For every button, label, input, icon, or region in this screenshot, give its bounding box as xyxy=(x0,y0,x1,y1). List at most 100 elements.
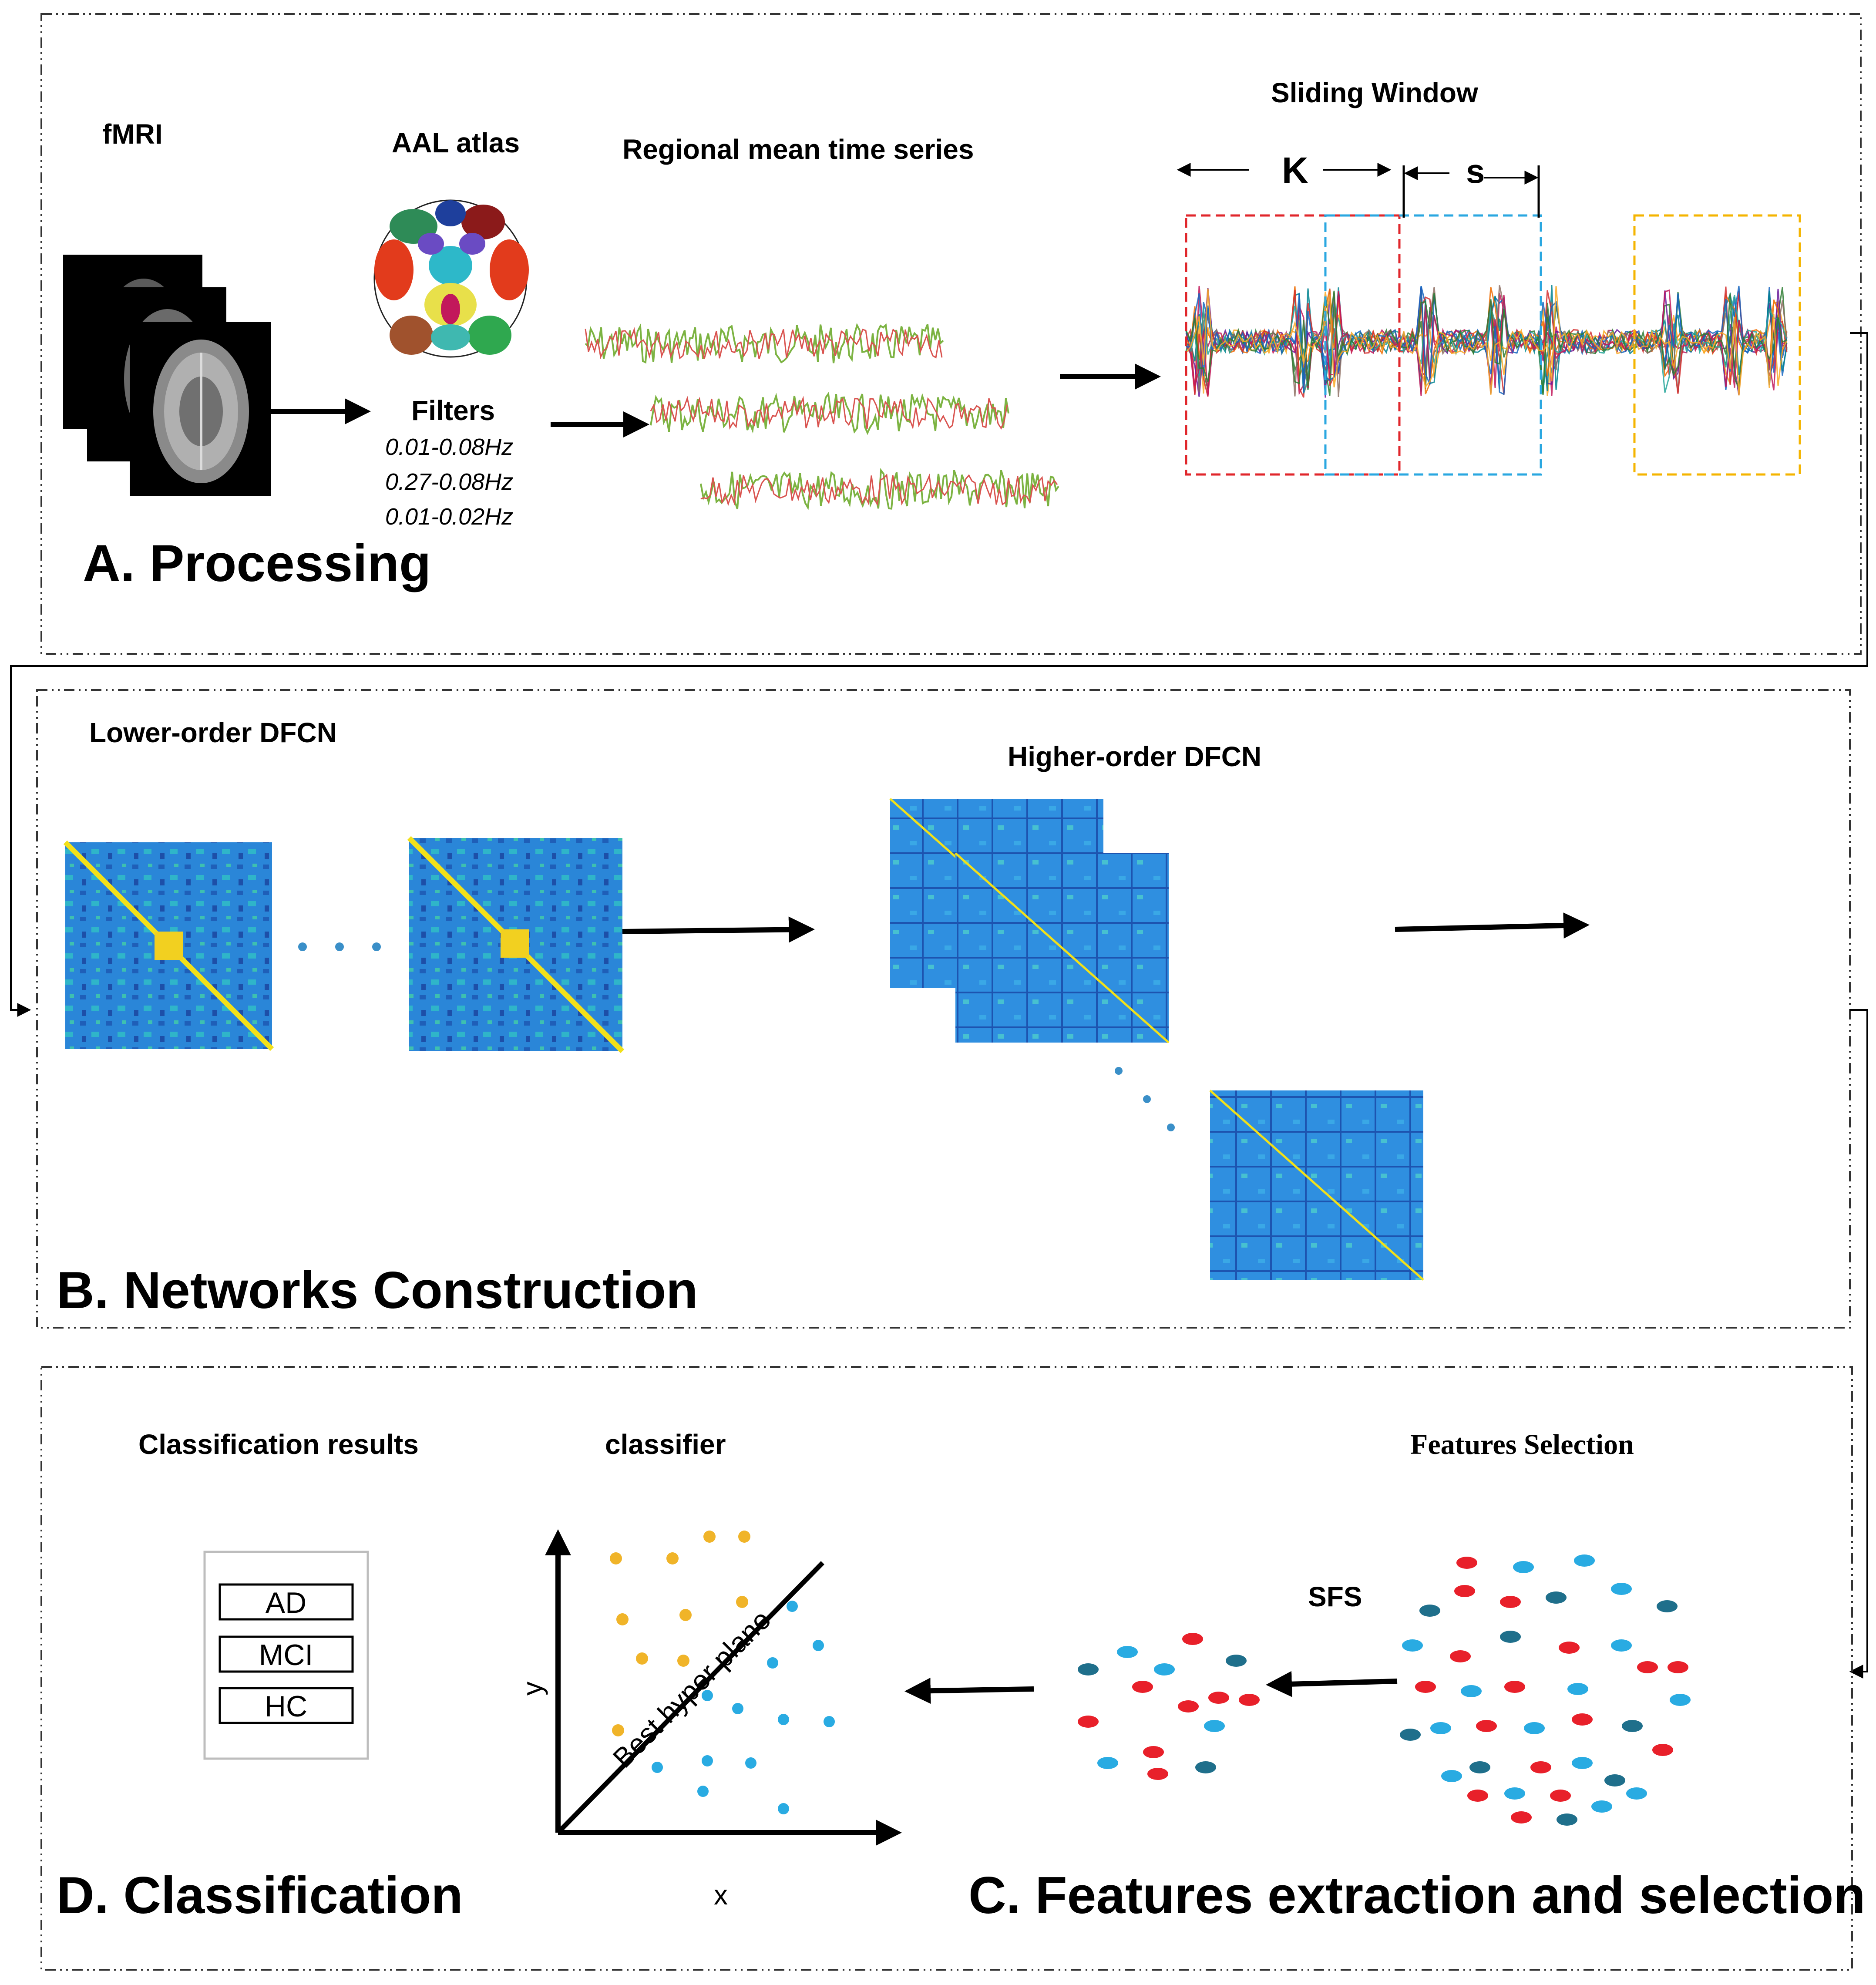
class-a-point xyxy=(679,1609,692,1621)
feature-point xyxy=(1626,1787,1647,1800)
class-b-point xyxy=(787,1601,798,1612)
arrow-features-to-selected xyxy=(1266,1671,1398,1697)
class-b-point xyxy=(813,1640,824,1651)
panel-classification-frame xyxy=(40,1366,1853,1971)
feature-point xyxy=(1504,1787,1525,1800)
all-features-cluster xyxy=(1400,1554,1691,1826)
feature-point xyxy=(1500,1631,1521,1643)
filter-band-1: 0.01-0.08Hz xyxy=(385,434,513,460)
higher-order-matrix-2 xyxy=(955,852,1170,1043)
class-mci: MCI xyxy=(259,1638,313,1672)
feature-point xyxy=(1226,1655,1247,1667)
feature-point xyxy=(1574,1554,1595,1567)
feature-point xyxy=(1208,1692,1229,1704)
class-a-point xyxy=(636,1652,648,1665)
class-hc: HC xyxy=(265,1690,307,1723)
feature-point xyxy=(1469,1761,1490,1773)
panel-networks-frame xyxy=(36,689,1851,1329)
hyperplane-line xyxy=(556,1561,824,1834)
sfs-label: SFS xyxy=(1308,1581,1362,1612)
timeseries-label: Regional mean time series xyxy=(622,134,974,165)
feature-point xyxy=(1557,1813,1577,1826)
class-a-point xyxy=(610,1552,622,1564)
feature-point xyxy=(1239,1694,1260,1706)
higher-order-label: Higher-order DFCN xyxy=(1008,741,1261,772)
feature-point xyxy=(1143,1746,1164,1758)
feature-point xyxy=(1097,1757,1118,1769)
class-a-point xyxy=(612,1724,624,1736)
feature-point xyxy=(1622,1720,1643,1732)
feature-point xyxy=(1546,1591,1567,1604)
feature-point xyxy=(1078,1663,1099,1675)
class-a-point xyxy=(703,1531,716,1543)
fmri-slice-stack xyxy=(63,255,271,496)
window-blue xyxy=(1324,214,1542,476)
x-axis-label: x xyxy=(714,1879,728,1911)
feature-point xyxy=(1154,1663,1175,1675)
feature-point xyxy=(1504,1681,1525,1693)
filter-band-2: 0.27-0.08Hz xyxy=(385,469,513,495)
classification-results-label: Classification results xyxy=(138,1429,419,1460)
panel-processing-title: A. Processing xyxy=(83,534,431,592)
regional-time-series xyxy=(585,323,1059,511)
panel-classification: Classification results classifier Featur… xyxy=(40,1366,1866,1971)
feature-point xyxy=(1461,1685,1482,1697)
feature-point xyxy=(1567,1683,1588,1695)
atlas-label: AAL atlas xyxy=(392,127,520,158)
class-mci-box xyxy=(219,1635,354,1673)
panel-features-title: C. Features extraction and selection xyxy=(968,1866,1866,1924)
feature-point xyxy=(1204,1720,1225,1732)
higher-order-ellipsis xyxy=(1115,1067,1175,1131)
class-b-point xyxy=(745,1757,756,1769)
window-red xyxy=(1185,214,1401,476)
lower-order-matrix-2 xyxy=(407,836,625,1053)
class-b-point xyxy=(652,1762,663,1773)
class-hc-box xyxy=(219,1687,354,1724)
feature-point xyxy=(1611,1639,1632,1652)
higher-order-matrix-3 xyxy=(1209,1090,1424,1281)
window-orange xyxy=(1633,214,1801,476)
matrix-ellipsis xyxy=(298,942,381,951)
feature-point xyxy=(1456,1557,1477,1569)
panel-networks: Lower-order DFCN Higher-order DFCN xyxy=(36,689,1851,1329)
classifier-label: classifier xyxy=(605,1429,726,1460)
feature-point xyxy=(1513,1561,1534,1573)
window-k-label: K xyxy=(1282,150,1308,191)
sliding-window-plot: K s xyxy=(1177,150,1801,476)
filter-band-3: 0.01-0.02Hz xyxy=(385,504,513,530)
sliding-window-label: Sliding Window xyxy=(1271,77,1478,108)
feature-point xyxy=(1652,1744,1673,1756)
feature-point xyxy=(1078,1716,1099,1728)
feature-point xyxy=(1441,1770,1462,1782)
connector-b-to-c xyxy=(1849,1009,1868,1679)
aal-atlas-brain xyxy=(373,199,529,358)
window-s-label: s xyxy=(1466,152,1485,190)
fmri-label: fMRI xyxy=(102,118,163,150)
selected-features-cluster xyxy=(1078,1633,1260,1780)
class-a-point xyxy=(738,1531,750,1543)
feature-point xyxy=(1657,1600,1678,1612)
y-axis-label: y xyxy=(517,1682,548,1696)
class-b-point xyxy=(732,1703,743,1714)
feature-point xyxy=(1572,1757,1593,1769)
feature-point xyxy=(1415,1681,1436,1693)
feature-point xyxy=(1591,1800,1612,1813)
arrow-selected-to-classifier xyxy=(904,1678,1034,1704)
feature-point xyxy=(1195,1761,1216,1773)
feature-point xyxy=(1572,1713,1593,1726)
feature-point xyxy=(1178,1700,1199,1712)
panel-networks-title: B. Networks Construction xyxy=(57,1261,698,1319)
feature-point xyxy=(1454,1585,1475,1597)
class-b-point xyxy=(824,1716,835,1727)
feature-point xyxy=(1524,1722,1545,1734)
feature-point xyxy=(1182,1633,1203,1645)
feature-point xyxy=(1476,1720,1497,1732)
classifier-plot: Best hyper plane y x xyxy=(517,1529,902,1911)
class-b-point xyxy=(778,1803,789,1814)
classification-results-box: AD MCI HC xyxy=(203,1551,369,1760)
class-a-point xyxy=(677,1655,689,1667)
feature-point xyxy=(1402,1639,1423,1652)
class-b-point xyxy=(702,1690,713,1701)
lower-order-matrix-1 xyxy=(63,840,274,1051)
